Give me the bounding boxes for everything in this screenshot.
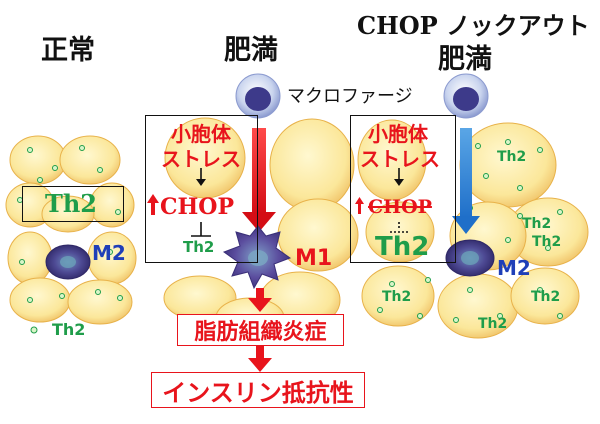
insulin-resistance-box: インスリン抵抗性 — [151, 372, 365, 408]
blue-arrow-shaft — [460, 128, 472, 218]
adipose-inflammation-box: 脂肪組織炎症 — [177, 314, 344, 346]
m2-nucleus — [461, 251, 479, 265]
normal-fat-cells — [5, 135, 137, 325]
ko-th2-dots — [377, 139, 563, 323]
obese-box-chop: CHOP — [160, 194, 235, 220]
obese-er-stress-box — [145, 115, 258, 263]
fat-cell — [41, 195, 95, 233]
ko-th2-label: Th2 — [522, 216, 552, 232]
ko-m2-label: M2 — [497, 256, 531, 280]
fat-cell — [9, 135, 67, 185]
red-arrow-shaft — [256, 288, 264, 300]
obese-box-line2: ストレス — [161, 147, 241, 171]
ko-box-chop: CHOP — [368, 196, 432, 218]
ko-box-arrows — [390, 168, 408, 233]
ko-up-arrow-shaft — [358, 202, 361, 214]
fat-cell — [269, 118, 355, 212]
fat-cell — [67, 279, 133, 325]
macrophage-icon-nucleus — [453, 87, 479, 111]
fat-cell — [510, 267, 580, 325]
normal-th2-box — [22, 186, 124, 222]
macrophage-icon-nucleus — [245, 87, 271, 111]
chop-up-arrow-shaft — [151, 201, 155, 215]
red-arrow-shaft — [252, 128, 266, 214]
fat-cell — [357, 119, 427, 201]
chop-up-arrow-head — [147, 194, 159, 203]
normal-th2-dots — [17, 145, 123, 303]
blue-arrow-head — [452, 216, 480, 234]
ko-th2-label: Th2 — [531, 289, 561, 305]
red-arrow-head — [248, 358, 272, 372]
ko-box-line2: ストレス — [360, 147, 440, 171]
ko-th2-label: Th2 — [497, 149, 527, 165]
header-chop-ko-line1: CHOP ノックアウト — [357, 11, 590, 40]
header-chop-ko-line2: 肥満 — [438, 44, 492, 75]
fat-cell — [7, 231, 53, 285]
obese-box-line1: 小胞体 — [171, 122, 231, 146]
obese-box-th2: Th2 — [183, 238, 215, 256]
ko-up-arrow-head — [355, 197, 364, 204]
obese-box-arrows — [191, 168, 211, 237]
header-obese: 肥満 — [224, 35, 278, 66]
ko-th2-label: Th2 — [478, 316, 508, 332]
ko-box-th2: Th2 — [375, 232, 430, 262]
red-arrow-head — [248, 298, 272, 312]
red-arrow-shaft — [256, 346, 264, 360]
fat-cell — [164, 117, 246, 199]
header-normal: 正常 — [41, 35, 95, 66]
ko-th2-label: Th2 — [532, 234, 562, 250]
ko-er-stress-box — [350, 115, 456, 263]
macrophage-label: マクロファージ — [287, 86, 413, 107]
m1-label: M1 — [295, 246, 333, 271]
ko-box-line1: 小胞体 — [368, 122, 428, 146]
legend-th2-dot — [30, 326, 38, 334]
m2-nucleus — [60, 256, 76, 268]
ko-th2-label: Th2 — [382, 289, 412, 305]
fat-cell — [9, 277, 71, 323]
normal-legend-th2: Th2 — [52, 320, 86, 339]
red-arrow-head — [242, 212, 276, 232]
normal-m2-label: M2 — [92, 241, 126, 265]
normal-th2-box-label: Th2 — [45, 189, 98, 218]
fat-cell — [59, 135, 121, 185]
fat-cell — [459, 122, 557, 208]
